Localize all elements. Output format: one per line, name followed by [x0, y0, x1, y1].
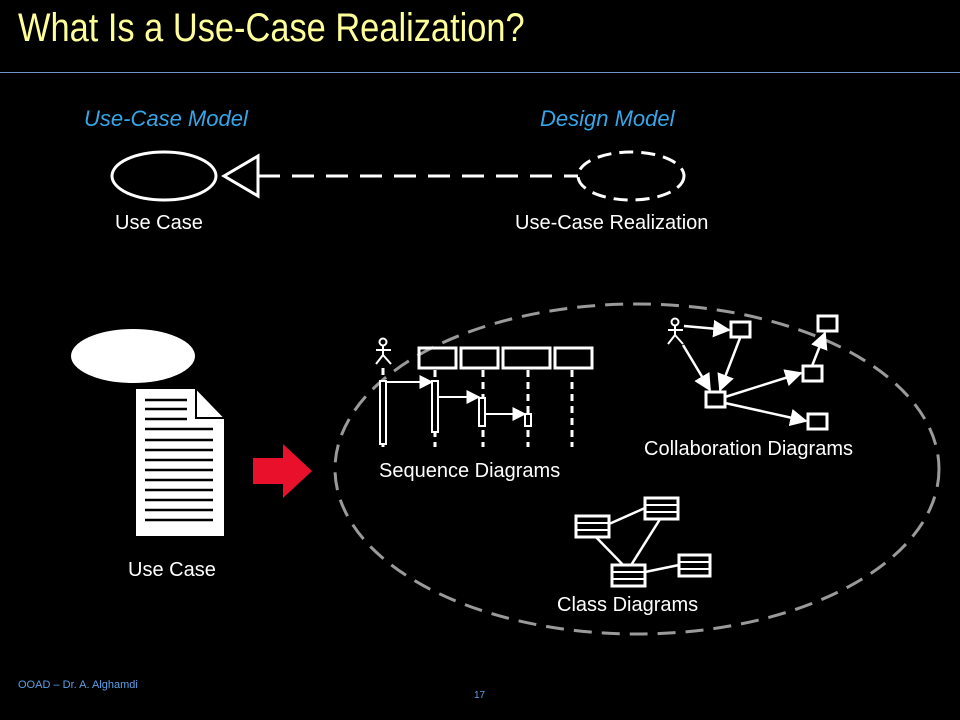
use-case-realization-ellipse — [576, 150, 686, 202]
actor-icon — [667, 317, 684, 345]
use-case-model-label: Use-Case Model — [84, 106, 248, 131]
class-diagrams-label: Class Diagrams — [557, 594, 699, 616]
red-arrow-icon — [253, 444, 312, 498]
actor-icon — [375, 337, 392, 365]
use-case-label-bottom: Use Case — [128, 559, 216, 581]
sequence-diagram-icon — [375, 337, 594, 447]
realization-dashed-ellipse — [333, 302, 941, 636]
use-case-document-icon — [134, 387, 226, 538]
realization-arrowhead — [221, 153, 260, 199]
use-case-realization-label: Use-Case Realization — [515, 212, 709, 234]
use-case-label-top: Use Case — [115, 212, 203, 234]
collaboration-diagram-icon — [667, 314, 839, 431]
title-divider — [0, 72, 960, 73]
use-case-ellipse-top — [110, 150, 218, 202]
design-model-label: Design Model — [540, 106, 675, 131]
page-number: 17 — [474, 690, 486, 701]
sequence-diagrams-label: Sequence Diagrams — [379, 460, 561, 482]
footer-author: OOAD – Dr. A. Alghamdi — [18, 679, 138, 691]
class-diagram-icon — [574, 496, 712, 588]
collaboration-diagrams-label: Collaboration Diagrams — [644, 438, 853, 460]
slide-title: What Is a Use-Case Realization? — [18, 6, 525, 50]
use-case-ellipse-bottom — [69, 327, 197, 385]
